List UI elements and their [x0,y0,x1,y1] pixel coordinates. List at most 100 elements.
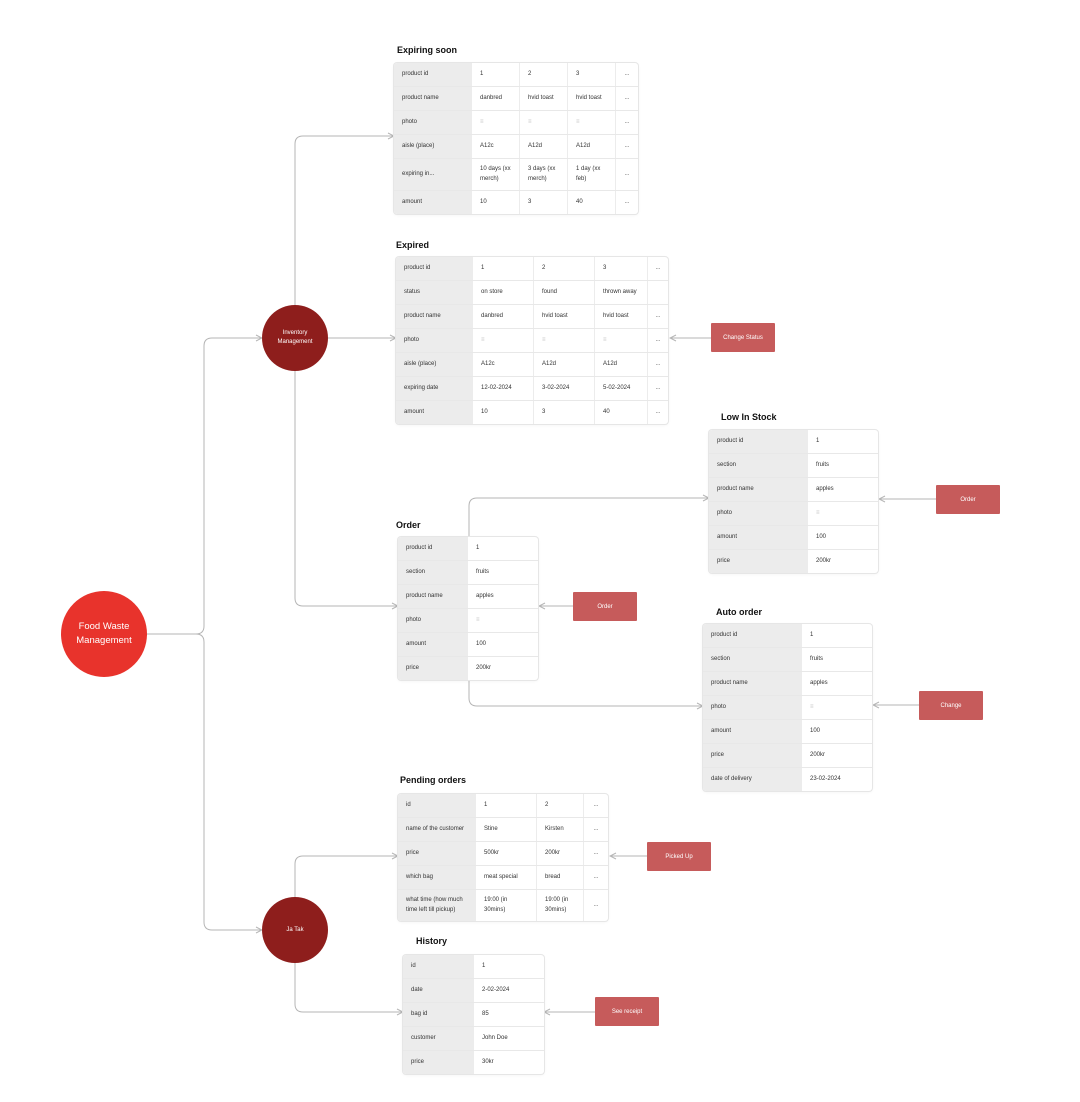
cell-value: 10 [472,191,520,214]
cell-value: 40 [568,191,616,214]
more-columns[interactable]: ... [593,801,599,808]
image-placeholder-icon: ≡ [481,336,485,343]
more-columns[interactable]: ... [593,873,599,880]
edge-inventory-order [294,371,398,606]
cell-value: on store [473,281,534,304]
table-row: photo≡≡≡... [394,111,638,135]
more-columns[interactable]: ... [655,360,661,367]
table-row: section fruits [709,454,878,478]
table-row: photo≡≡≡... [396,329,668,353]
more-columns[interactable]: ... [624,70,630,77]
row-label: price [398,657,468,680]
more-columns[interactable]: ... [624,198,630,205]
row-label: price [403,1051,474,1074]
edge-order-autoorder [468,676,703,706]
photo-icon: ≡ [534,329,595,352]
table-row: photo≡ [398,609,538,633]
image-placeholder-icon: ≡ [542,336,546,343]
more-columns[interactable]: ... [593,849,599,856]
more-columns[interactable]: ... [655,384,661,391]
order-title: Order [396,520,421,530]
cell-value: 1 [473,257,534,280]
see-receipt-button[interactable]: See receipt [595,997,659,1026]
cell-value: 1 [810,631,814,638]
cell-value: 10 [473,401,534,424]
row-label: section [709,454,808,477]
more-columns[interactable] [648,281,668,304]
row-label: product id [396,257,473,280]
image-placeholder-icon: ≡ [576,118,580,125]
cell-value: A12d [595,353,648,376]
ja-tak-node[interactable]: Ja Tak [262,897,328,963]
food-waste-management-node[interactable]: Food Waste Management [61,591,147,677]
cell-value: 1 [482,962,486,969]
order-low-stock-button[interactable]: Order [936,485,1000,514]
cell-value: A12d [568,135,616,158]
more-columns[interactable]: ... [624,94,630,101]
cell-value: fruits [816,461,830,468]
history-title: History [416,936,448,946]
cell-value: 10 days (xx merch) [472,159,520,190]
more-columns[interactable]: ... [655,408,661,415]
edge-main-inventory [147,338,262,635]
cell-value: A12c [473,353,534,376]
cell-value: danbred [473,305,534,328]
edge-inventory-expiring [294,136,394,305]
row-label: aisle (place) [394,135,472,158]
cell-value: hvid toast [534,305,595,328]
change-status-button[interactable]: Change Status [711,323,775,352]
edge-jatak-pending [294,856,398,897]
photo-icon: ≡ [473,329,534,352]
row-label: section [703,648,802,671]
photo-icon: ≡ [595,329,648,352]
row-label: name of the customer [398,818,476,841]
row-label: product id [709,430,808,453]
row-label: bag id [403,1003,474,1026]
image-placeholder-icon: ≡ [603,336,607,343]
more-columns[interactable]: ... [593,901,599,908]
more-columns[interactable]: ... [655,336,661,343]
cell-value: 1 day (xx feb) [568,159,616,190]
cell-value: bread [537,866,584,889]
more-columns[interactable]: ... [624,170,630,177]
row-label: expiring in... [394,159,472,190]
row-label: id [398,794,476,817]
more-columns[interactable]: ... [593,825,599,832]
photo-icon: ≡ [520,111,568,134]
more-columns[interactable]: ... [655,312,661,319]
cell-value: 200kr [810,751,826,758]
cell-value: 2 [520,63,568,86]
cell-value: 2 [537,794,584,817]
row-label: product name [703,672,802,695]
more-columns[interactable]: ... [655,264,661,271]
row-label: product name [398,585,468,608]
more-columns[interactable]: ... [624,142,630,149]
photo-icon: ≡ [472,111,520,134]
inventory-management-node[interactable]: Inventory Management [262,305,328,371]
cell-value: fruits [810,655,824,662]
change-button[interactable]: Change [919,691,983,720]
cell-value: thrown away [595,281,648,304]
more-columns[interactable]: ... [624,118,630,125]
row-label: which bag [398,866,476,889]
cell-value: 2 [534,257,595,280]
row-label: date of delivery [703,768,802,791]
order-button[interactable]: Order [573,592,637,621]
cell-value: 12-02-2024 [473,377,534,400]
picked-up-button[interactable]: Picked Up [647,842,711,871]
